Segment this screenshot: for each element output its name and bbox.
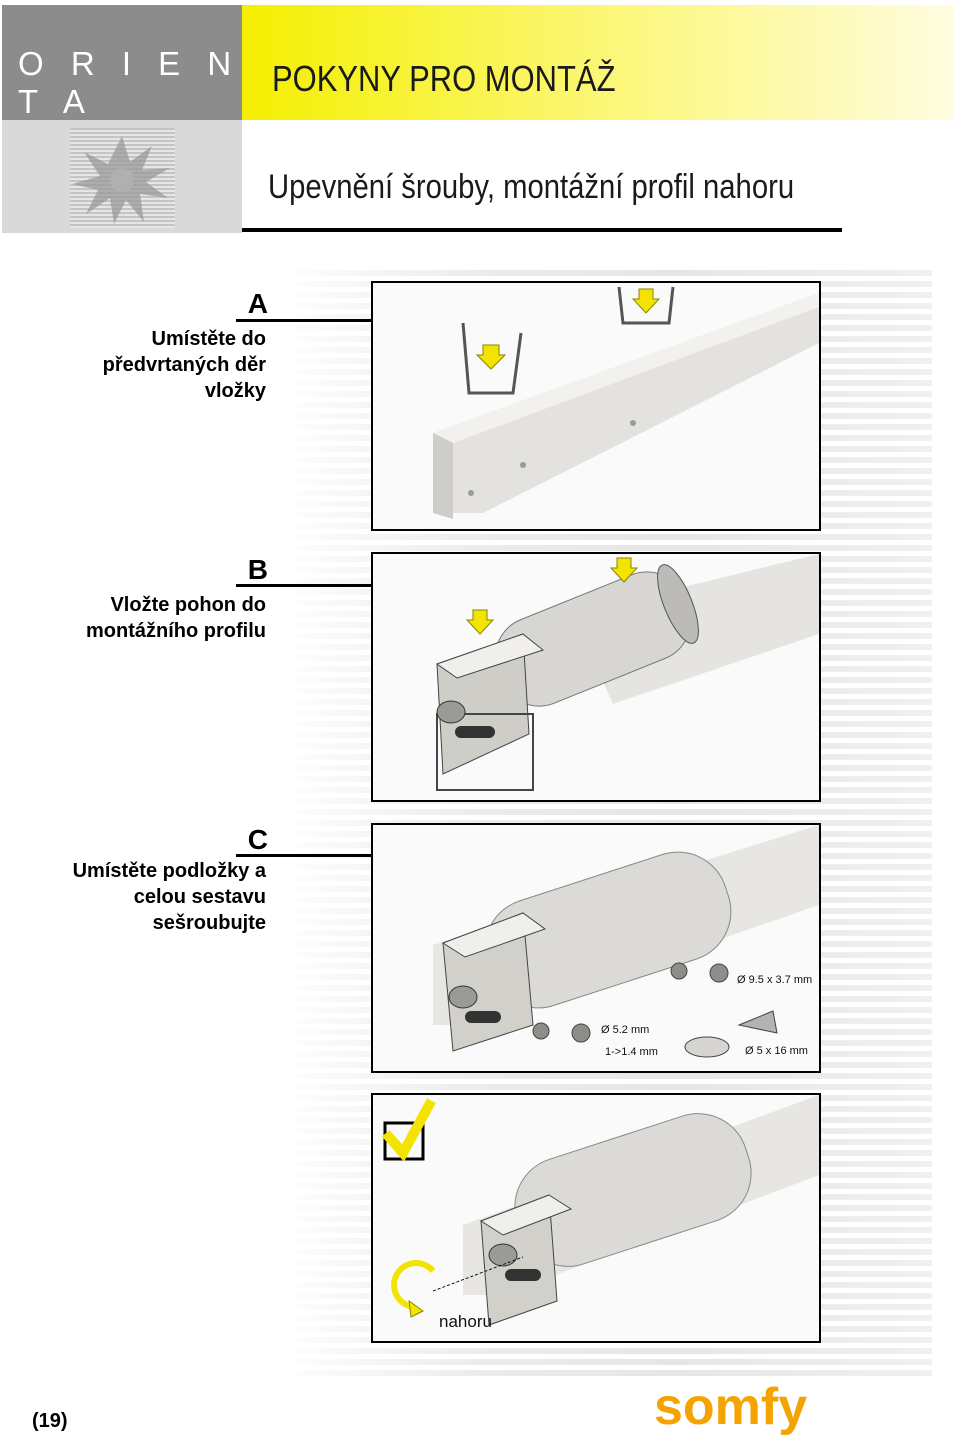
panel-c-illustration: Ø 9.5 x 3.7 mm Ø 5.2 mm 1->1.4 mm Ø 5 x … [371, 823, 821, 1073]
step-c-leader-line [236, 854, 371, 857]
step-a-leader-line [236, 319, 371, 322]
step-a-letter: A [247, 288, 268, 319]
somfy-logo: somfy [652, 1378, 872, 1441]
brand-box: O R I E N T A [2, 5, 242, 120]
hole-dimension-label: Ø 5.2 mm [601, 1024, 649, 1036]
step-a-text: Umístěte do předvrtaných děr vložky [102, 328, 266, 402]
somfy-logo-text: somfy [654, 1378, 807, 1436]
step-c-text: Umístěte podložky a celou sestavu sešrou… [72, 860, 266, 934]
thickness-dimension-label: 1->1.4 mm [605, 1046, 658, 1058]
brand-name: O R I E N T A [18, 45, 241, 120]
header-band [242, 5, 954, 120]
panel-d-illustration: nahoru [371, 1093, 821, 1343]
rotate-arrow-icon [391, 1260, 436, 1318]
panel-b-illustration [371, 552, 821, 802]
page-number: (19) [32, 1410, 68, 1432]
page-subtitle: Upevnění šrouby, montážní profil nahoru [268, 168, 795, 206]
screw-dimension-label: Ø 5 x 16 mm [745, 1045, 808, 1057]
checkmark-icon [381, 1098, 436, 1162]
step-b-leader-line [236, 584, 371, 587]
step-b-letter: B [247, 554, 268, 585]
step-b-text: Vložte pohon do montážního profilu [86, 594, 266, 642]
washer-dimension-label: Ø 9.5 x 3.7 mm [737, 974, 812, 986]
direction-label: nahoru [439, 1312, 492, 1331]
panel-a-illustration [371, 281, 821, 531]
page-title: POKYNY PRO MONTÁŽ [272, 58, 616, 99]
step-c-letter: C [247, 824, 268, 855]
sunburst-logo [2, 120, 242, 233]
sunburst-icon [70, 128, 175, 228]
subtitle-divider [242, 228, 842, 232]
